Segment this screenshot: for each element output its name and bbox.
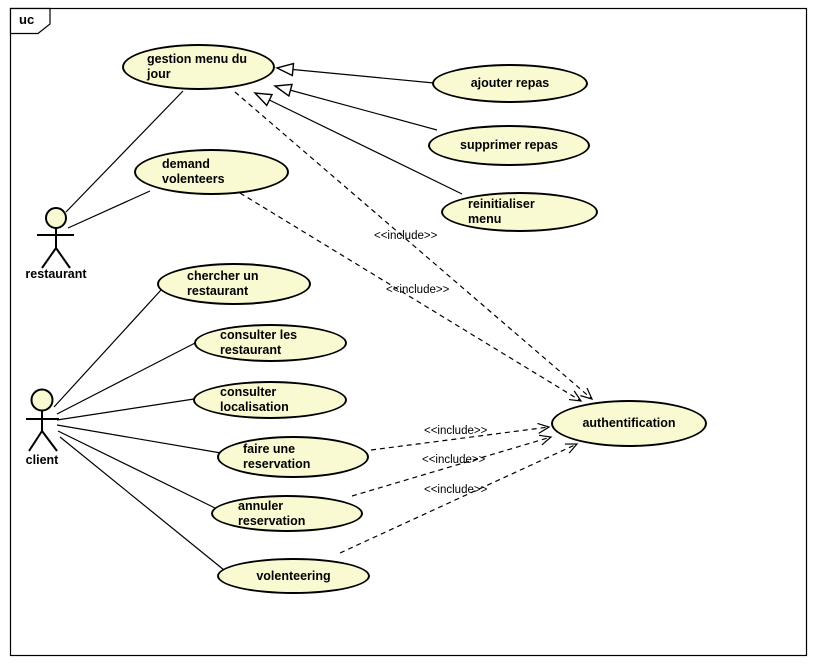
- association-client-consulter-les: [56, 341, 198, 415]
- diagram-frame-tab: [9, 7, 51, 35]
- usecase-label: ajouter repas: [470, 76, 550, 90]
- association-client-annuler: [57, 430, 216, 509]
- actor-client-leg-right: [41, 430, 58, 452]
- association-client-volenteering: [59, 436, 225, 571]
- include-label-gestion: <<include>>: [374, 230, 438, 242]
- usecase-label: chercher un restaurant: [187, 269, 259, 298]
- usecase-label: reinitialiser menu: [468, 197, 535, 226]
- association-client-consulter-localisation: [56, 398, 195, 421]
- usecase-volenteering[interactable]: volenteering: [217, 558, 370, 594]
- usecase-supprimer-repas[interactable]: supprimer repas: [428, 125, 590, 166]
- usecase-consulter-les-restaurant[interactable]: consulter les restaurant: [194, 324, 347, 362]
- usecase-label: consulter localisation: [220, 385, 289, 414]
- usecase-annuler-reservation[interactable]: annuler reservation: [211, 495, 363, 532]
- usecase-label: annuler reservation: [238, 498, 306, 528]
- include-gestion-authentification: [234, 91, 594, 400]
- include-faire-authentification: [370, 422, 551, 451]
- include-label-demand: <<include>>: [386, 284, 450, 296]
- generalization-ajouter-gestion: [277, 68, 435, 84]
- include-volenteering-authentification: [339, 443, 579, 554]
- actor-restaurant-head: [45, 207, 67, 229]
- actor-client-head: [30, 388, 54, 412]
- actor-restaurant[interactable]: [37, 207, 74, 269]
- usecase-label: gestion menu du jour: [147, 52, 247, 81]
- usecase-demand-volenteers[interactable]: demand volenteers: [134, 149, 289, 195]
- association-client-chercher: [53, 289, 162, 408]
- actor-client-leg-left: [28, 430, 43, 452]
- usecase-label: demand volenteers: [162, 157, 225, 186]
- association-restaurant-demand: [67, 190, 151, 229]
- include-demand-authentification: [239, 192, 583, 402]
- usecase-faire-une-reservation[interactable]: faire une reservation: [217, 436, 369, 478]
- generalization-reinitialiser-gestion: [255, 93, 463, 195]
- generalization-supprimer-gestion: [275, 86, 438, 131]
- usecase-label: consulter les restaurant: [220, 328, 298, 357]
- usecase-ajouter-repas[interactable]: ajouter repas: [432, 64, 588, 103]
- actor-client[interactable]: [26, 388, 59, 452]
- include-annuler-authentification: [351, 434, 553, 497]
- actor-restaurant-label: restaurant: [25, 267, 87, 281]
- include-label-faire: <<include>>: [424, 425, 488, 437]
- usecase-reinitialiser-menu[interactable]: reinitialiser menu: [441, 192, 598, 232]
- usecase-gestion-menu-du-jour[interactable]: gestion menu du jour: [122, 44, 275, 90]
- include-label-volenteering: <<include>>: [424, 484, 488, 496]
- usecase-label: faire une reservation: [243, 442, 311, 471]
- frame-label: uc: [19, 12, 35, 27]
- diagram-frame: [9, 7, 808, 657]
- usecase-consulter-localisation[interactable]: consulter localisation: [193, 381, 347, 419]
- usecase-label: volenteering: [256, 568, 331, 583]
- usecase-authentification[interactable]: authentification: [551, 400, 707, 447]
- actor-restaurant-leg-right: [55, 247, 71, 269]
- include-label-annuler: <<include>>: [422, 454, 486, 466]
- usecase-label: supprimer repas: [460, 138, 558, 152]
- association-client-faire: [56, 424, 222, 454]
- association-restaurant-gestion: [65, 90, 184, 213]
- actor-restaurant-leg-left: [41, 247, 57, 269]
- usecase-label: authentification: [582, 416, 676, 430]
- usecase-chercher-un-restaurant[interactable]: chercher un restaurant: [157, 263, 311, 305]
- actor-client-label: client: [25, 453, 59, 467]
